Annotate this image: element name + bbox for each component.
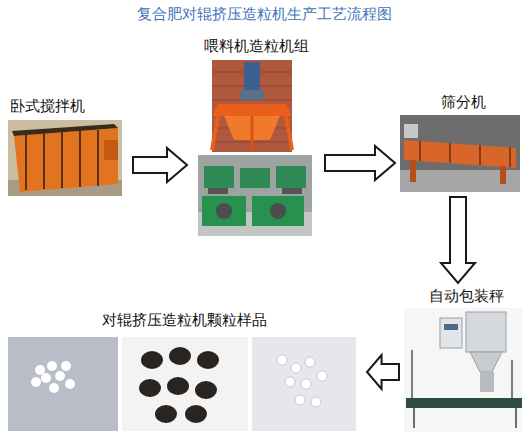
process-node: 对辊挤压造粒机颗粒样品 bbox=[4, 310, 364, 434]
process-node: 筛分机 bbox=[398, 92, 528, 194]
process-node: 自动包装秤 bbox=[402, 286, 528, 434]
mixer-photo bbox=[8, 120, 122, 196]
diagram-title: 复合肥对辊挤压造粒机生产工艺流程图 bbox=[0, 4, 528, 24]
node-label: 自动包装秤 bbox=[402, 286, 528, 306]
granule-sample-photos bbox=[8, 337, 356, 431]
node-label: 筛分机 bbox=[398, 92, 528, 112]
feeder-photo bbox=[212, 60, 292, 152]
flow-arrow bbox=[441, 197, 475, 283]
process-node: 卧式搅拌机 bbox=[8, 96, 130, 198]
node-label: 对辊挤压造粒机颗粒样品 bbox=[4, 310, 364, 330]
process-node: 喂料机造粒机组 bbox=[190, 36, 322, 238]
flow-arrow bbox=[325, 146, 395, 180]
node-label: 卧式搅拌机 bbox=[8, 96, 130, 116]
flow-arrow bbox=[367, 355, 399, 389]
packing-scale-photo bbox=[404, 308, 522, 432]
screener-photo bbox=[400, 115, 520, 192]
node-label: 喂料机造粒机组 bbox=[190, 36, 322, 56]
flow-arrow bbox=[133, 148, 187, 182]
granulator-photo bbox=[198, 155, 312, 236]
